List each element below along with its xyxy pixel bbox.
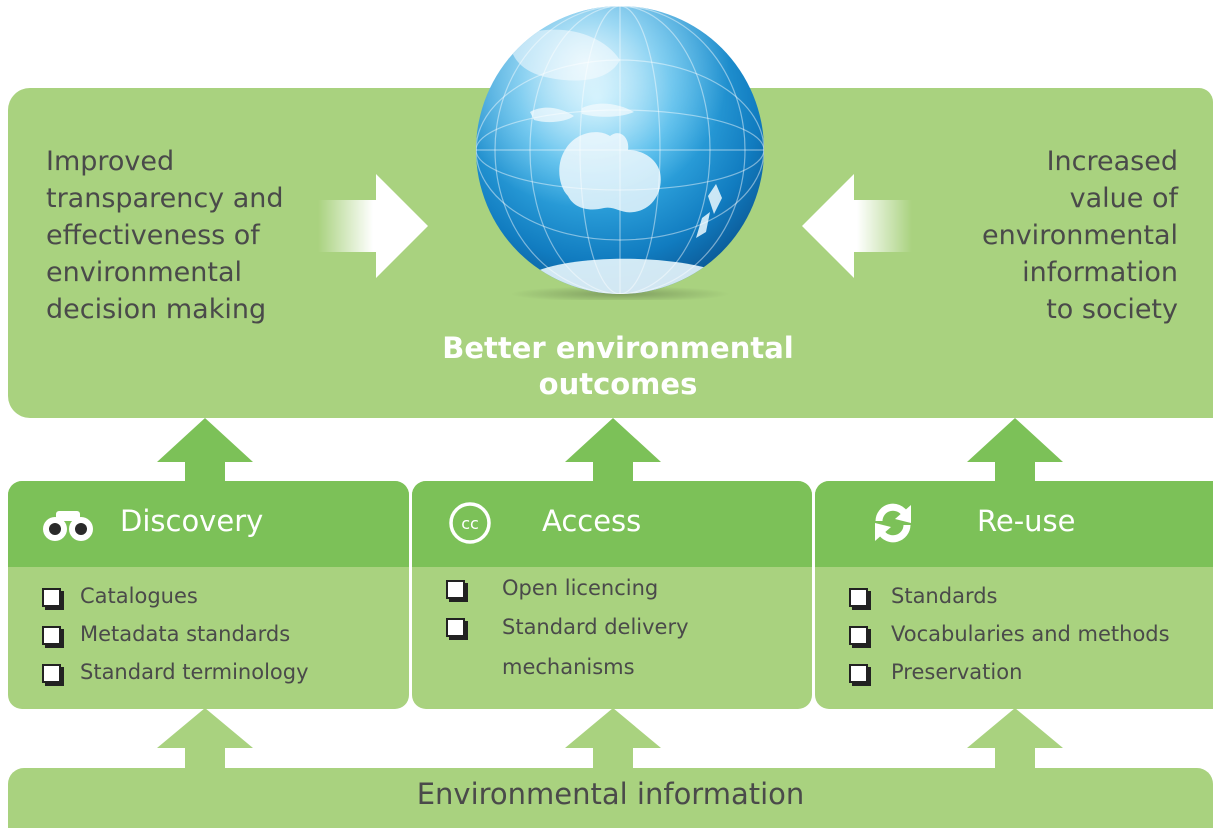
- list-item: Standard terminology: [8, 653, 409, 691]
- refresh-icon: [875, 503, 911, 543]
- list-item: Metadata standards: [8, 615, 409, 653]
- up-arrow-icon: [565, 708, 661, 770]
- left-text-line: effectiveness of: [46, 220, 260, 251]
- left-text-line: Improved: [46, 146, 175, 177]
- globe-icon: [476, 6, 764, 300]
- list-item: Vocabularies and methods: [815, 615, 1213, 653]
- list-item: Standard delivery mechanisms: [412, 607, 812, 687]
- checkbox-icon: [42, 588, 61, 607]
- outcome-right-text: Increased value of environmental informa…: [900, 143, 1178, 328]
- right-text-line: to society: [1046, 294, 1178, 325]
- item-label: Preservation: [891, 660, 1023, 684]
- up-arrow-icon: [967, 708, 1063, 770]
- item-label: Standard terminology: [80, 660, 309, 684]
- base-label: Environmental information: [416, 777, 805, 811]
- checkbox-icon: [849, 664, 868, 683]
- pillar-header: [412, 481, 812, 567]
- left-text-line: transparency and: [46, 183, 284, 214]
- item-label: Standard delivery mechanisms: [502, 615, 689, 679]
- up-arrow-icon: [157, 708, 253, 770]
- left-text-line: decision making: [46, 294, 267, 325]
- pillar-item-list: Standards Vocabularies and methods Prese…: [815, 577, 1213, 691]
- right-text-line: information: [1022, 257, 1178, 288]
- list-item: Open licencing: [412, 569, 812, 607]
- left-text-line: environmental: [46, 257, 243, 288]
- outcome-center-title: Better environmental outcomes: [400, 330, 836, 402]
- pillar-title: Re-use: [977, 504, 1076, 538]
- creative-commons-icon: cc: [449, 502, 491, 544]
- center-title-line: outcomes: [538, 367, 698, 401]
- checkbox-icon: [446, 580, 465, 599]
- pillar-header: [815, 481, 1213, 567]
- up-arrow-icon: [565, 418, 661, 490]
- center-title-line: Better environmental: [442, 331, 794, 365]
- checkbox-icon: [42, 664, 61, 683]
- binoculars-icon: [43, 511, 93, 541]
- up-arrow-icon: [967, 418, 1063, 490]
- item-label: Vocabularies and methods: [891, 622, 1170, 646]
- right-text-line: environmental: [981, 220, 1178, 251]
- right-text-line: value of: [1069, 183, 1178, 214]
- svg-text:cc: cc: [461, 514, 479, 533]
- item-label: Catalogues: [80, 584, 198, 608]
- list-item: Catalogues: [8, 577, 409, 615]
- right-pointing-arrow-icon: [318, 174, 428, 278]
- pillar-title: Access: [542, 504, 642, 538]
- base-bar: [8, 768, 1213, 828]
- list-item: Preservation: [815, 653, 1213, 691]
- pillar-item-list: Open licencing Standard delivery mechani…: [412, 569, 812, 687]
- up-arrow-icon: [157, 418, 253, 490]
- checkbox-icon: [849, 588, 868, 607]
- pillar-reuse: Re-use Standards Vocabularies and method…: [815, 481, 1213, 709]
- item-label: Open licencing: [502, 576, 659, 600]
- item-label: Standards: [891, 584, 998, 608]
- pillar-title: Discovery: [120, 504, 264, 538]
- outcome-left-text: Improved transparency and effectiveness …: [46, 143, 346, 328]
- checkbox-icon: [42, 626, 61, 645]
- right-text-line: Increased: [1046, 146, 1178, 177]
- list-item: Standards: [815, 577, 1213, 615]
- pillar-discovery: Discovery Catalogues Metadata standards …: [8, 481, 409, 709]
- pillar-item-list: Catalogues Metadata standards Standard t…: [8, 577, 409, 691]
- pillar-access: cc Access Open licencing Standard delive…: [412, 481, 812, 709]
- item-label: Metadata standards: [80, 622, 291, 646]
- checkbox-icon: [849, 626, 868, 645]
- checkbox-icon: [446, 618, 465, 637]
- left-pointing-arrow-icon: [802, 174, 912, 278]
